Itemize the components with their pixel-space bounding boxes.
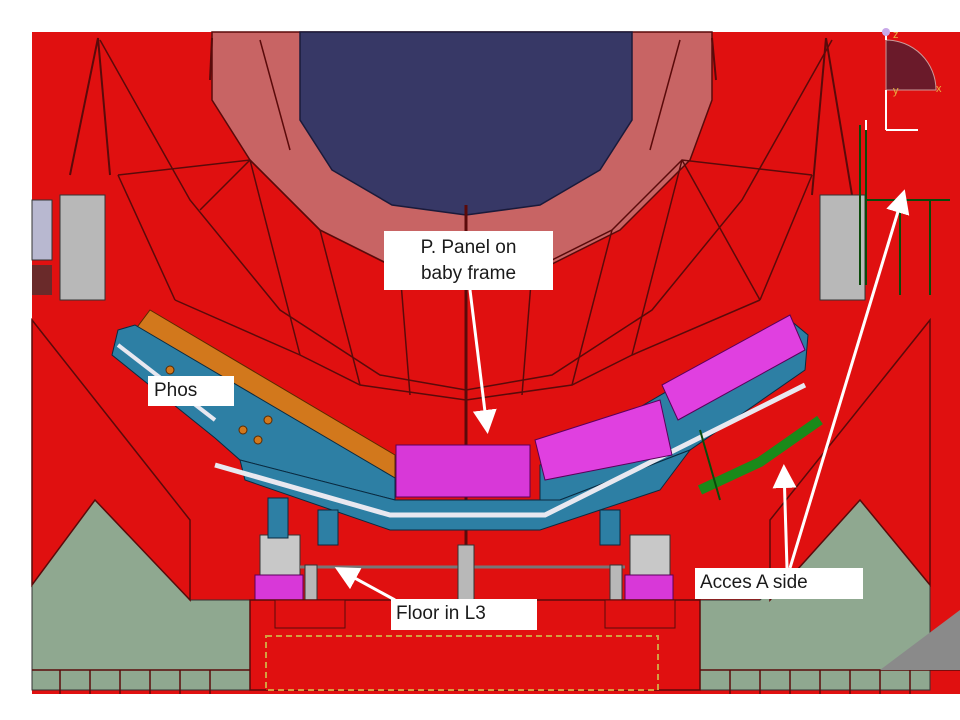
callout-patch-panel-line1: P. Panel on — [420, 237, 517, 258]
magenta-module-1 — [395, 444, 531, 498]
top-left-frame — [69, 37, 213, 176]
axis-z-label: z — [893, 29, 899, 41]
magnet-segments — [99, 39, 833, 401]
bottom-supports — [254, 497, 674, 601]
pit-inner — [265, 635, 659, 691]
callout-patch-panel-line2: baby frame — [420, 263, 517, 284]
magenta-module-3 — [661, 314, 806, 421]
white-track — [214, 382, 807, 518]
arrow-panel — [468, 289, 497, 434]
callout-acces-a-side: Acces A side — [695, 568, 863, 599]
left-pillar — [59, 194, 106, 301]
right-red-slope — [769, 317, 931, 602]
left-base-block — [274, 599, 346, 629]
axis-quadrant — [885, 39, 937, 91]
callout-phos: Phos — [148, 376, 234, 406]
blue-cradle-bottom — [239, 448, 692, 531]
top-right-frame — [711, 37, 853, 196]
left-edge-dark — [32, 265, 52, 295]
phos-modules — [395, 314, 806, 498]
axis-x-label: x — [936, 83, 942, 95]
arrow-floor — [334, 567, 396, 602]
axis-y-label: y — [893, 85, 899, 97]
navy-bore — [299, 31, 633, 216]
arrow-acces-1 — [772, 464, 797, 569]
callout-patch-panel: P. Panel on baby frame — [384, 231, 553, 290]
axis-indicator: y x z — [865, 28, 942, 131]
right-pillar — [819, 194, 866, 301]
left-red-slope — [31, 317, 191, 602]
arrow-acces-2 — [788, 189, 910, 569]
grey-corner — [880, 610, 960, 670]
left-edge-block — [31, 199, 53, 261]
callout-floor-l3: Floor in L3 — [391, 599, 537, 630]
right-base-block — [604, 599, 676, 629]
magenta-module-2 — [534, 399, 673, 481]
